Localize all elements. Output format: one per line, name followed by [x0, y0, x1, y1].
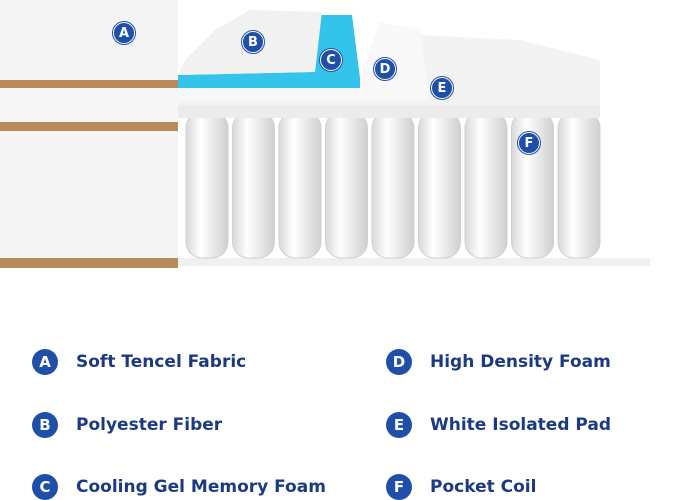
pocket-coils [185, 111, 601, 259]
legend-label: Cooling Gel Memory Foam [76, 477, 326, 497]
legend-item-a: A Soft Tencel Fabric [32, 349, 246, 375]
legend-item-e: E White Isolated Pad [386, 412, 611, 438]
badge-e: E [431, 77, 453, 99]
quilted-top-layer [0, 0, 178, 80]
legend-item-f: F Pocket Coil [386, 474, 536, 500]
legend-label: Pocket Coil [430, 477, 537, 497]
edge-strip [0, 80, 178, 88]
badge-f: F [518, 132, 540, 154]
legend-badge: A [32, 349, 58, 375]
pocket-coil [557, 111, 601, 259]
badge-d: D [374, 58, 396, 80]
pocket-coil [464, 111, 508, 259]
legend-badge: E [386, 412, 412, 438]
legend-label: Polyester Fiber [76, 415, 223, 435]
badge-b: B [242, 31, 264, 53]
legend-label: High Density Foam [430, 352, 611, 372]
badge-a: A [113, 22, 135, 44]
legend-badge: F [386, 474, 412, 500]
isolated-pad-layer [178, 105, 600, 118]
side-panel [0, 131, 178, 258]
legend-item-c: C Cooling Gel Memory Foam [32, 474, 326, 500]
legend-badge: D [386, 349, 412, 375]
edge-strip [0, 122, 178, 131]
legend-badge: C [32, 474, 58, 500]
gel-strip [178, 77, 360, 88]
legend-badge: B [32, 412, 58, 438]
legend-label: White Isolated Pad [430, 415, 612, 435]
base-sheet [170, 258, 650, 266]
pocket-coil [185, 111, 229, 259]
legend-item-d: D High Density Foam [386, 349, 611, 375]
pocket-coil [418, 111, 461, 259]
mattress-layers-illustration [0, 0, 650, 268]
pocket-coil [325, 111, 368, 259]
legend-item-b: B Polyester Fiber [32, 412, 222, 438]
edge-strip [0, 258, 178, 268]
legend-label: Soft Tencel Fabric [76, 352, 247, 372]
pocket-coil [371, 111, 415, 259]
badge-c: C [320, 49, 342, 71]
side-panel [0, 88, 178, 122]
pocket-coil [232, 111, 275, 259]
pocket-coil [278, 111, 322, 259]
white-isolated-pad [178, 35, 600, 105]
